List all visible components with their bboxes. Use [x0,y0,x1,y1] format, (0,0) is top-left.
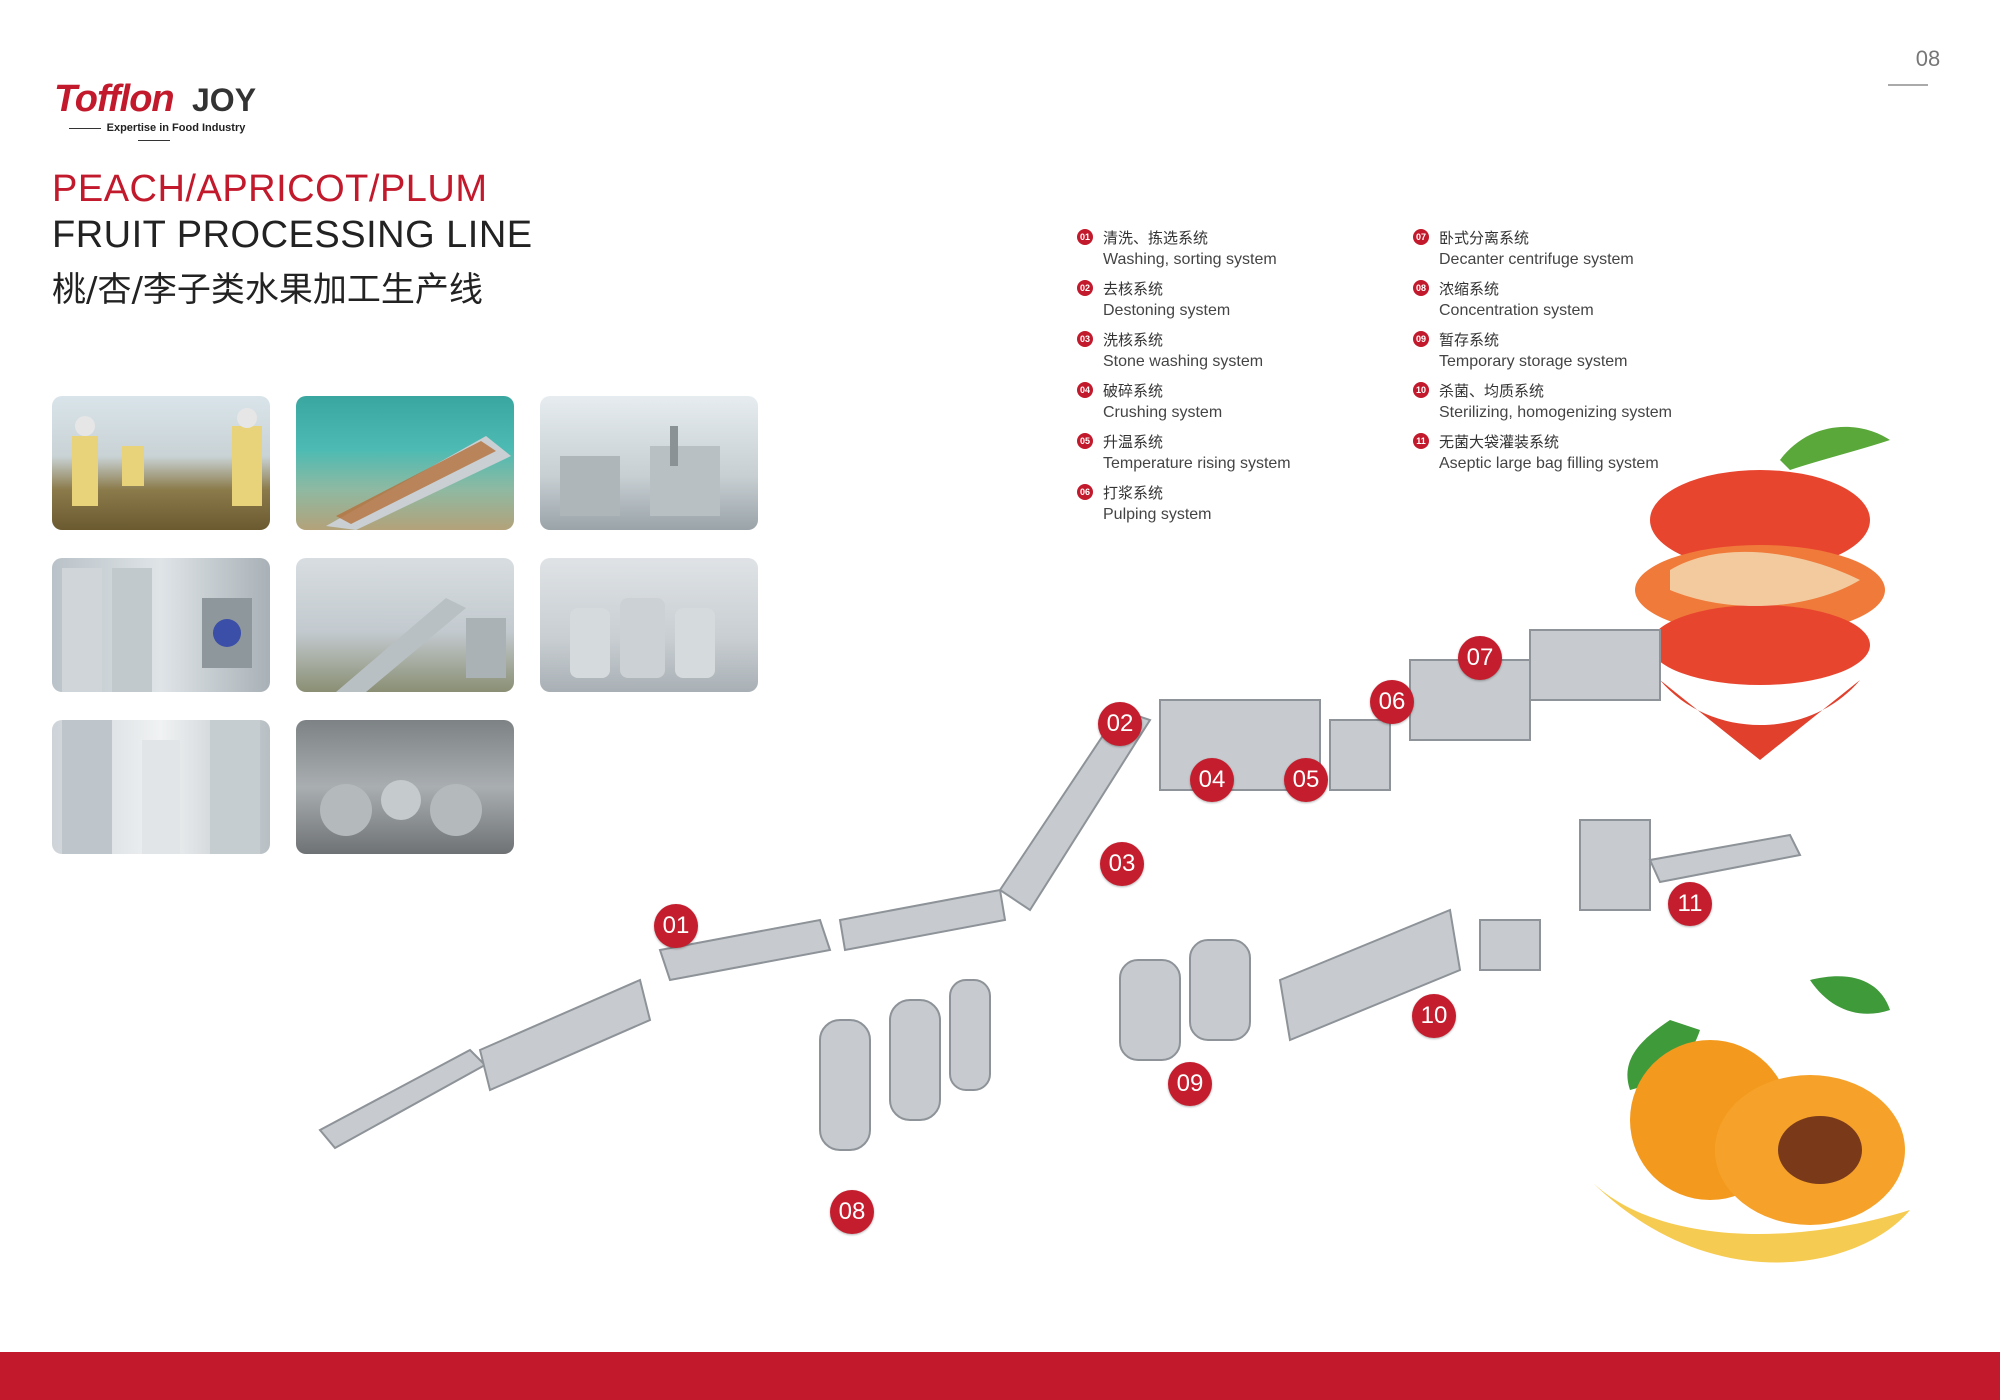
buffer-tank-2 [1189,939,1251,1041]
legend-number: 05 [1077,433,1093,449]
legend-number: 06 [1077,484,1093,500]
diagram-marker-01: 01 [654,904,698,948]
filling-machine [1579,819,1651,911]
logo-tagline: Expertise in Food Industry [54,122,254,146]
legend-chinese: 卧式分离系统 [1439,229,1530,247]
peach-splash-illustration [1635,426,1890,760]
process-line-diagram [318,629,1802,1151]
diagram-marker-07: 07 [1458,636,1502,680]
evaporator-3 [949,979,991,1091]
washing-tank [478,978,652,1092]
legend-number: 08 [1413,280,1429,296]
legend-right-column: 07 卧式分离系统 Decanter centrifuge system 08 浓缩系… [1413,227,1733,482]
page-number: 08 [1915,46,1941,71]
legend-number: 01 [1077,229,1093,245]
diagram-marker-04: 04 [1190,758,1234,802]
legend-chinese: 无菌大袋灌装系统 [1439,433,1560,451]
legend-chinese: 杀菌、均质系统 [1439,382,1545,400]
logo-joy: JOY [192,82,257,118]
diagram-marker-03: 03 [1100,842,1144,886]
legend-item: 01 清洗、拣选系统 Washing, sorting system [1077,227,1397,278]
evaporator-1 [819,1019,871,1151]
company-logo: Tofflon JOY Expertise in Food Industry [54,78,274,138]
diagram-marker-08: 08 [830,1190,874,1234]
legend-item: 09 暂存系统 Temporary storage system [1413,329,1733,380]
diagram-marker-05: 05 [1284,758,1328,802]
legend-item: 05 升温系统 Temperature rising system [1077,431,1397,482]
legend-chinese: 破碎系统 [1103,382,1164,400]
diagram-marker-10: 10 [1412,994,1456,1038]
legend-item: 06 打浆系统 Pulping system [1077,482,1397,533]
legend-chinese: 暂存系统 [1439,331,1500,349]
logo-brand: Tofflon [54,78,175,120]
diagram-marker-09: 09 [1168,1062,1212,1106]
legend-number: 07 [1413,229,1429,245]
title-processing-line: FRUIT PROCESSING LINE [52,214,533,256]
legend-item: 03 洗核系统 Stone washing system [1077,329,1397,380]
legend-english: Crushing system [1103,404,1223,421]
photo-conveyor-line [296,558,514,692]
legend-number: 11 [1413,433,1429,449]
legend-left-column: 01 清洗、拣选系统 Washing, sorting system 02 去核系统 D… [1077,227,1397,533]
legend-english: Pulping system [1103,506,1212,523]
filling-roller-conveyor [1648,833,1802,884]
title-fruits: PEACH/APRICOT/PLUM [52,168,488,210]
legend-number: 03 [1077,331,1093,347]
legend-item: 11 无菌大袋灌装系统 Aseptic large bag filling syst… [1413,431,1733,482]
legend-item: 08 浓缩系统 Concentration system [1413,278,1733,329]
legend-chinese: 去核系统 [1103,280,1164,298]
legend-number: 09 [1413,331,1429,347]
legend-number: 10 [1413,382,1429,398]
photo-sorting-workers [52,396,270,530]
photo-evaporator-tanks [540,558,758,692]
photo-storage-tanks [52,558,270,692]
legend-number: 02 [1077,280,1093,296]
elevator-conveyor [998,708,1152,912]
preheater [1329,719,1391,791]
inlet-conveyor [318,1048,487,1150]
footer-bar [0,1352,2000,1400]
legend-english: Destoning system [1103,302,1231,319]
legend-english: Concentration system [1439,302,1594,319]
legend-item: 07 卧式分离系统 Decanter centrifuge system [1413,227,1733,278]
legend-english: Washing, sorting system [1103,251,1277,268]
photo-destoning-equipment [540,396,758,530]
legend-item: 02 去核系统 Destoning system [1077,278,1397,329]
legend-chinese: 升温系统 [1103,433,1164,451]
buffer-tank-1 [1119,959,1181,1061]
legend-number: 04 [1077,382,1093,398]
legend-english: Stone washing system [1103,353,1264,370]
photo-washing-conveyor [296,396,514,530]
diagram-marker-02: 02 [1098,702,1142,746]
photo-aseptic-tanks [296,720,514,854]
legend-chinese: 打浆系统 [1103,484,1164,502]
homogenizer [1479,919,1541,971]
diagram-marker-06: 06 [1370,680,1414,724]
photo-tank-corridor [52,720,270,854]
legend-english: Sterilizing, homogenizing system [1439,404,1672,421]
legend-english: Temperature rising system [1103,455,1291,472]
diagram-marker-11: 11 [1668,882,1712,926]
legend-chinese: 清洗、拣选系统 [1103,229,1209,247]
legend-chinese: 洗核系统 [1103,331,1164,349]
legend-english: Aseptic large bag filling system [1439,455,1659,472]
brush-washer [838,888,1007,952]
evaporator-2 [889,999,941,1121]
page-number-rule [1888,84,1928,86]
legend-chinese: 浓缩系统 [1439,280,1500,298]
legend-item: 10 杀菌、均质系统 Sterilizing, homogenizing syste… [1413,380,1733,431]
apricot-splash-illustration [1590,976,1910,1263]
sorting-table [658,918,832,982]
sterilizer [1278,908,1462,1042]
legend-item: 04 破碎系统 Crushing system [1077,380,1397,431]
legend-english: Temporary storage system [1439,353,1628,370]
legend-english: Decanter centrifuge system [1439,251,1634,268]
title-chinese: 桃/杏/李子类水果加工生产线 [52,270,483,310]
decanter-unit [1529,629,1661,701]
